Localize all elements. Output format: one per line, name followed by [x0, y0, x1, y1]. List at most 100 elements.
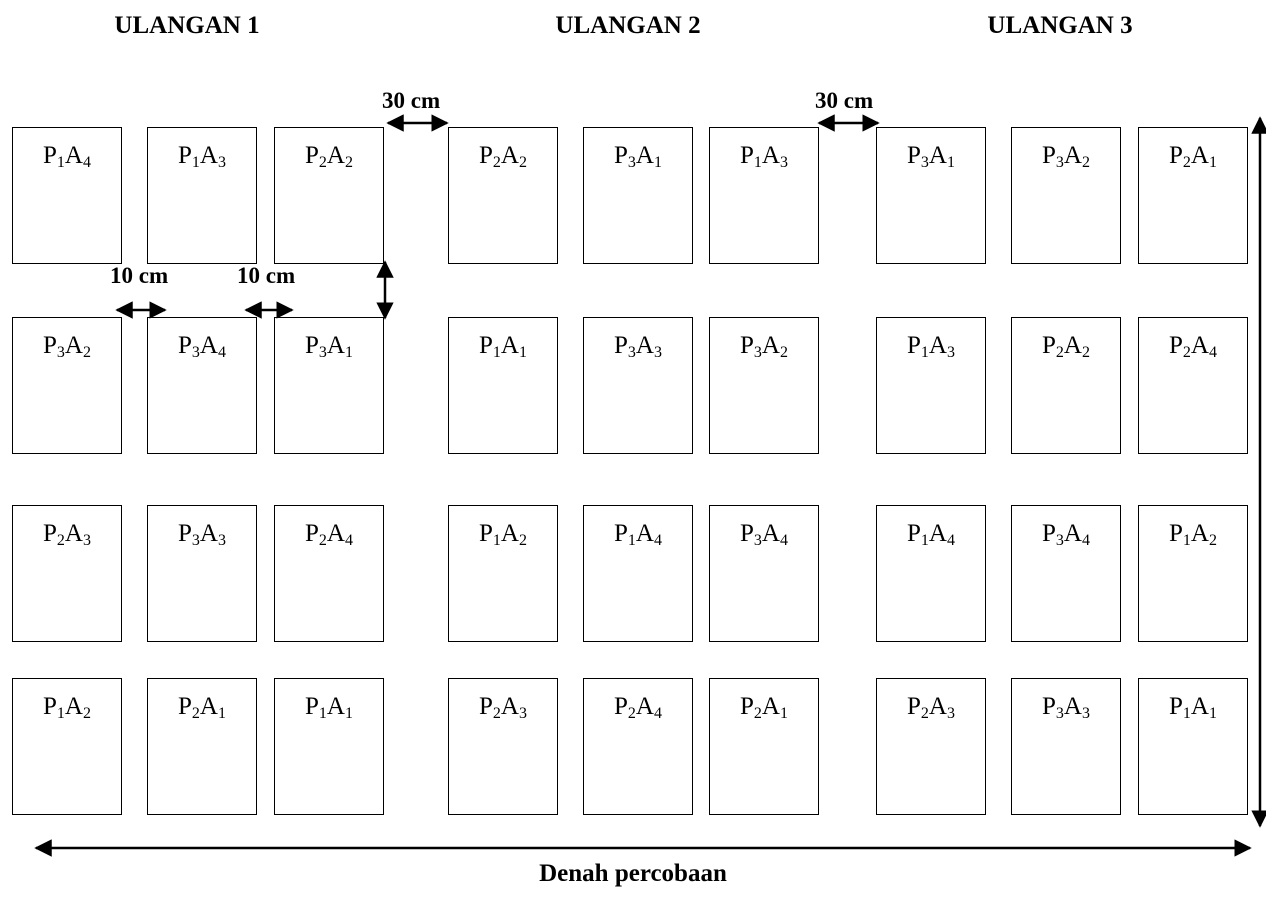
plot-box: P2A4 — [274, 505, 384, 642]
replicate-gap-label: 30 cm — [815, 88, 874, 113]
plot-box: P1A2 — [12, 678, 122, 815]
treatment-level: 4 — [1081, 532, 1090, 549]
treatment-factor: P — [479, 332, 493, 359]
plot-box: P1A2 — [448, 505, 558, 642]
treatment-level: 3 — [627, 344, 636, 361]
plot-label: P3A4 — [710, 520, 818, 550]
treatment-level: 2 — [1055, 344, 1064, 361]
treatment-level: 2 — [318, 154, 327, 171]
plot-label: P1A2 — [13, 693, 121, 723]
treatment-factor: P — [1169, 693, 1183, 720]
plot-label: P1A3 — [710, 142, 818, 172]
treatment-level: 4 — [946, 532, 955, 549]
plot-label: P3A3 — [584, 332, 692, 362]
treatment-factor: P — [1042, 332, 1056, 359]
plot-box: P1A4 — [876, 505, 986, 642]
treatment-level: 1 — [56, 154, 65, 171]
plot-box: P1A4 — [12, 127, 122, 264]
treatment-factor: P — [479, 142, 493, 169]
treatment-factor: A — [635, 332, 654, 359]
plot-label: P1A4 — [584, 520, 692, 550]
treatment-factor: P — [1169, 520, 1183, 547]
plot-label: P3A2 — [710, 332, 818, 362]
treatment-level: 1 — [318, 705, 327, 722]
treatment-factor: P — [907, 332, 921, 359]
treatment-factor: P — [479, 520, 493, 547]
treatment-factor: P — [1042, 693, 1056, 720]
plot-label: P1A3 — [877, 332, 985, 362]
plot-box: P2A1 — [709, 678, 819, 815]
treatment-factor: P — [740, 142, 754, 169]
treatment-factor: A — [1063, 693, 1082, 720]
treatment-factor: A — [500, 332, 519, 359]
treatment-level: 3 — [946, 344, 955, 361]
treatment-level: 3 — [1055, 705, 1064, 722]
treatment-factor: P — [1169, 142, 1183, 169]
plot-box: P1A3 — [876, 317, 986, 454]
treatment-factor: P — [907, 693, 921, 720]
treatment-level: 2 — [1182, 344, 1191, 361]
treatment-level: 2 — [1208, 532, 1217, 549]
plot-box: P1A1 — [448, 317, 558, 454]
plot-box: P1A3 — [147, 127, 257, 264]
treatment-factor: A — [928, 142, 947, 169]
treatment-level: 3 — [518, 705, 527, 722]
treatment-level: 2 — [191, 705, 200, 722]
treatment-factor: A — [326, 332, 345, 359]
treatment-level: 3 — [653, 344, 662, 361]
treatment-factor: P — [305, 520, 319, 547]
treatment-level: 2 — [1081, 154, 1090, 171]
treatment-factor: P — [740, 693, 754, 720]
plot-box: P3A1 — [876, 127, 986, 264]
treatment-level: 3 — [82, 532, 91, 549]
treatment-level: 1 — [191, 154, 200, 171]
treatment-level: 2 — [56, 532, 65, 549]
treatment-factor: A — [199, 332, 218, 359]
treatment-factor: A — [928, 693, 947, 720]
treatment-level: 3 — [56, 344, 65, 361]
treatment-level: 1 — [492, 532, 501, 549]
treatment-factor: P — [178, 142, 192, 169]
treatment-factor: P — [740, 520, 754, 547]
treatment-factor: A — [500, 142, 519, 169]
plot-label: P1A1 — [1139, 693, 1247, 723]
treatment-level: 1 — [653, 154, 662, 171]
plot-gap-label: 10 cm — [110, 263, 169, 288]
treatment-level: 3 — [1055, 154, 1064, 171]
treatment-factor: A — [326, 142, 345, 169]
treatment-factor: P — [1042, 142, 1056, 169]
treatment-factor: A — [635, 142, 654, 169]
treatment-factor: A — [635, 520, 654, 547]
treatment-level: 4 — [653, 532, 662, 549]
treatment-level: 2 — [1081, 344, 1090, 361]
treatment-level: 3 — [946, 705, 955, 722]
treatment-factor: A — [64, 142, 83, 169]
treatment-level: 4 — [779, 532, 788, 549]
treatment-factor: A — [326, 693, 345, 720]
treatment-level: 1 — [920, 532, 929, 549]
treatment-factor: A — [1063, 520, 1082, 547]
treatment-factor: A — [199, 142, 218, 169]
treatment-factor: P — [305, 142, 319, 169]
treatment-level: 2 — [344, 154, 353, 171]
treatment-level: 2 — [492, 154, 501, 171]
plot-label: P2A4 — [275, 520, 383, 550]
plot-box: P3A3 — [1011, 678, 1121, 815]
treatment-factor: A — [64, 693, 83, 720]
plot-label: P3A1 — [275, 332, 383, 362]
treatment-factor: P — [740, 332, 754, 359]
treatment-level: 3 — [920, 154, 929, 171]
treatment-factor: P — [305, 332, 319, 359]
treatment-level: 3 — [753, 532, 762, 549]
treatment-level: 1 — [492, 344, 501, 361]
treatment-factor: P — [614, 142, 628, 169]
treatment-level: 2 — [627, 705, 636, 722]
treatment-factor: P — [907, 520, 921, 547]
treatment-factor: A — [761, 520, 780, 547]
plot-label: P1A4 — [13, 142, 121, 172]
treatment-level: 3 — [753, 344, 762, 361]
treatment-factor: P — [1042, 520, 1056, 547]
treatment-level: 2 — [518, 154, 527, 171]
treatment-level: 4 — [344, 532, 353, 549]
